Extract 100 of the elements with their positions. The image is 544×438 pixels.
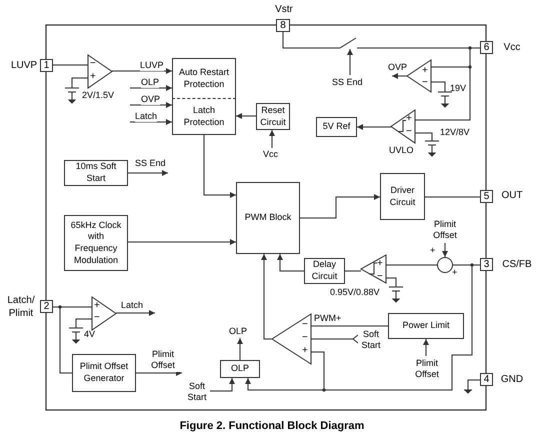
edge-label: OVP	[388, 62, 408, 74]
block-label: Latch Protection	[182, 104, 226, 128]
annotation-text: 2V/1.5V	[82, 91, 114, 100]
block-label: Delay Circuit	[310, 259, 338, 283]
edge-label: SS End	[135, 158, 166, 170]
block-label: 5V Ref	[322, 121, 352, 133]
pin-name: Vstr	[274, 4, 294, 16]
block-label: Plimit Offset Generator	[78, 361, 130, 385]
edge-label: OLP	[229, 326, 248, 338]
arrow	[236, 113, 256, 119]
wire	[52, 64, 88, 66]
input-polarity-sign: +	[90, 72, 96, 82]
edge-label: OVP	[141, 94, 160, 106]
wire	[414, 48, 480, 120]
arrow	[310, 334, 358, 344]
arrow	[300, 194, 380, 218]
input-polarity-sign: −	[302, 333, 308, 343]
block-box	[64, 215, 128, 271]
block-label: 10ms Soft Start	[74, 161, 118, 185]
arrow	[204, 134, 236, 198]
block-box	[172, 98, 236, 135]
input-polarity-sign: +	[302, 346, 308, 356]
input-polarity-sign: −	[377, 272, 383, 282]
input-polarity-sign: −	[406, 127, 412, 137]
arrow	[277, 254, 304, 272]
pin-number: 4	[482, 373, 490, 386]
pin-number: 5	[482, 190, 490, 203]
wire	[424, 196, 480, 198]
annotation-text: +	[452, 268, 458, 277]
wire	[282, 32, 340, 48]
caption: Figure 2. Functional Block Diagram	[178, 419, 366, 434]
arrow	[130, 119, 172, 125]
pin-number: 1	[42, 59, 50, 72]
pin-number: 6	[482, 41, 490, 54]
arrow	[112, 68, 172, 74]
pin-box	[40, 59, 53, 72]
edge-label: Vcc	[263, 149, 278, 160]
pin-box	[480, 373, 493, 386]
block-label: Power Limit	[401, 320, 450, 332]
pin-number: 3	[482, 258, 490, 271]
arrow	[261, 254, 272, 340]
comparator	[391, 110, 415, 143]
block-label: Driver Circuit	[388, 184, 416, 208]
pin-box	[40, 300, 53, 313]
comparator	[92, 297, 116, 330]
wire	[52, 306, 72, 374]
annotation-text: 12V/8V	[440, 128, 470, 137]
pin-name: Vcc	[502, 42, 522, 54]
block-box	[64, 160, 128, 186]
input-polarity-sign: +	[377, 259, 383, 269]
arrow	[392, 73, 408, 79]
block-box	[236, 182, 300, 254]
input-polarity-sign: −	[94, 313, 100, 323]
edge-label: LUVP	[140, 60, 164, 72]
annotation-text: UVLO	[389, 146, 414, 155]
arrow	[347, 48, 353, 76]
pin-name: GND	[500, 374, 524, 386]
input-polarity-sign: +	[422, 66, 428, 76]
arrow	[130, 102, 172, 108]
arrow	[128, 239, 236, 245]
pin-number: 2	[42, 300, 50, 313]
wire	[344, 270, 362, 272]
wire	[386, 264, 438, 266]
block-label: 65kHz Clock with Frequency Modulation	[70, 220, 122, 266]
comparator	[361, 255, 386, 283]
arrow	[116, 310, 156, 316]
pin-name: CS/FB	[501, 259, 533, 272]
edge-label: Latch	[135, 111, 158, 122]
wire	[290, 24, 486, 42]
arrow	[237, 338, 243, 360]
annotation-text: 19V	[450, 84, 466, 93]
input-polarity-sign: −	[90, 59, 96, 69]
arrow	[136, 370, 182, 376]
edge-label: SS End	[332, 77, 363, 88]
comparator	[272, 314, 311, 364]
annotation-text: 0.95V/0.88V	[330, 288, 380, 297]
block-label: PWM Block	[244, 212, 292, 224]
pin-box	[480, 41, 493, 54]
switch-symbol	[340, 37, 357, 49]
annotation-text: 4V	[84, 330, 96, 339]
arrow	[210, 378, 235, 392]
arrow	[356, 124, 392, 130]
pin-name: Latch/ Plimit	[6, 295, 36, 320]
arrow	[269, 130, 275, 148]
block-label: Reset Circuit	[259, 104, 287, 128]
input-polarity-sign: +	[94, 301, 100, 311]
block-label: Auto Restart Protection	[178, 66, 230, 90]
block-box	[172, 58, 236, 98]
block-box	[304, 258, 345, 284]
edge-label: OLP	[141, 77, 160, 88]
edge-label: Latch	[121, 300, 144, 312]
annotation-text: +	[430, 246, 436, 255]
arrow	[423, 338, 429, 356]
arrow	[130, 85, 172, 91]
block-box	[72, 354, 136, 392]
comparator	[88, 55, 112, 88]
input-polarity-sign: −	[422, 78, 428, 88]
input-polarity-sign: −	[302, 320, 308, 330]
block-box	[380, 173, 425, 220]
arrow	[128, 170, 168, 176]
